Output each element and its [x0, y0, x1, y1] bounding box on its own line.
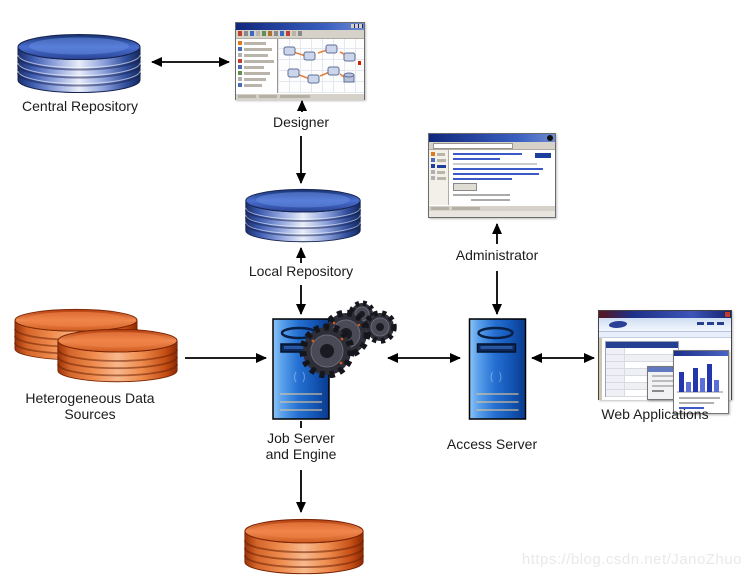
local-repository-database-icon — [244, 188, 362, 243]
access-server-tower-icon — [468, 318, 527, 420]
web-apps-menustrip — [599, 332, 731, 338]
designer-object-tree — [236, 39, 278, 93]
administrator-window-icon — [428, 133, 556, 218]
administrator-label: Administrator — [455, 247, 539, 263]
web-apps-content — [599, 338, 731, 414]
administrator-titlebar — [429, 134, 555, 142]
window-buttons-icon — [351, 24, 363, 28]
designer-toolbar — [236, 30, 364, 39]
heterogeneous-sources-label-line2: Sources — [64, 406, 116, 422]
designer-titlebar — [236, 23, 364, 30]
close-icon — [725, 312, 730, 317]
watermark: https://blog.csdn.net/JanoZhuo — [521, 551, 742, 568]
administrator-addressbar — [429, 142, 555, 150]
central-repository-database-icon — [17, 34, 141, 93]
administrator-statusbar — [429, 205, 555, 211]
site-logo-icon — [609, 321, 627, 328]
web-apps-banner — [599, 318, 731, 332]
designer-statusbar — [236, 93, 364, 100]
address-field — [433, 143, 513, 149]
engine-gears-icon — [299, 300, 397, 378]
designer-label: Designer — [272, 114, 330, 130]
web-apps-titlebar — [599, 311, 731, 318]
workflow-diagram-icon — [283, 44, 361, 84]
chart-popup-window — [673, 350, 729, 414]
job-server-label-line1: Job Server — [267, 430, 335, 446]
target-database-icon — [243, 518, 365, 575]
central-repository-label: Central Repository — [22, 98, 138, 114]
banner-menu — [697, 322, 727, 325]
browser-logo-icon — [547, 135, 553, 141]
mini-button — [453, 183, 477, 191]
left-strip — [599, 338, 602, 400]
heterogeneous-sources-label-line1: Heterogeneous Data — [25, 390, 155, 406]
designer-window-icon — [235, 22, 365, 100]
access-server-label: Access Server — [446, 436, 538, 452]
designer-workflow-canvas — [278, 39, 364, 93]
job-server-label-line2: and Engine — [265, 446, 337, 462]
administrator-nav-panel — [429, 150, 449, 205]
bar-chart-icon — [677, 364, 723, 409]
job-server-label: Job Server and Engine — [266, 430, 337, 462]
heterogeneous-sources-group — [10, 306, 182, 384]
source-database-front-icon — [56, 328, 179, 383]
web-applications-window-icon — [598, 310, 732, 414]
local-repository-label: Local Repository — [248, 263, 354, 279]
web-applications-label: Web Applications — [601, 406, 709, 422]
heterogeneous-sources-label: Heterogeneous Data Sources — [25, 390, 154, 422]
banner-chip — [535, 153, 551, 158]
administrator-content — [449, 150, 555, 205]
